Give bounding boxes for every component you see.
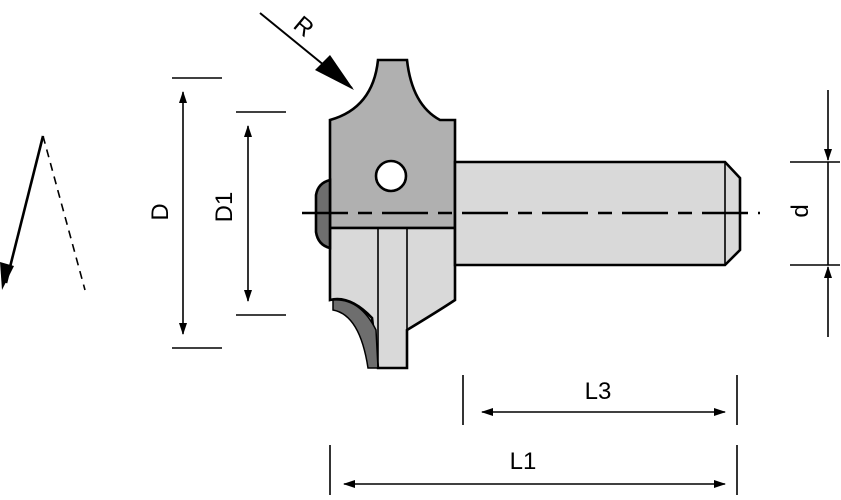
total-length-label: L1 [510,448,537,475]
cutting-diameter-label: D1 [211,192,238,223]
feed-arrow-head [0,262,14,290]
radius-dimension: R [259,11,354,90]
cutter-upper [328,58,457,230]
total-length-dimension: L1 [329,445,738,495]
feed-dashed-line [42,135,86,291]
feed-direction-sketch [0,135,86,291]
cutter-lower [328,226,457,370]
shank-diameter-dimension: d [787,90,840,337]
cutting-length-label: L3 [585,378,612,405]
outer-diameter-dimension: D [147,77,222,349]
shank [453,160,742,267]
outer-diameter-label: D [147,203,174,220]
radius-label: R [288,11,319,43]
cutting-length-dimension: L3 [462,375,738,425]
feed-arrow-line [4,135,45,284]
shank-diameter-label: d [787,204,814,217]
cutter-lower-edge [332,299,379,369]
radius-arrow-head [315,55,354,90]
cutting-diameter-dimension: D1 [211,111,286,316]
bearing-screw [374,159,408,193]
